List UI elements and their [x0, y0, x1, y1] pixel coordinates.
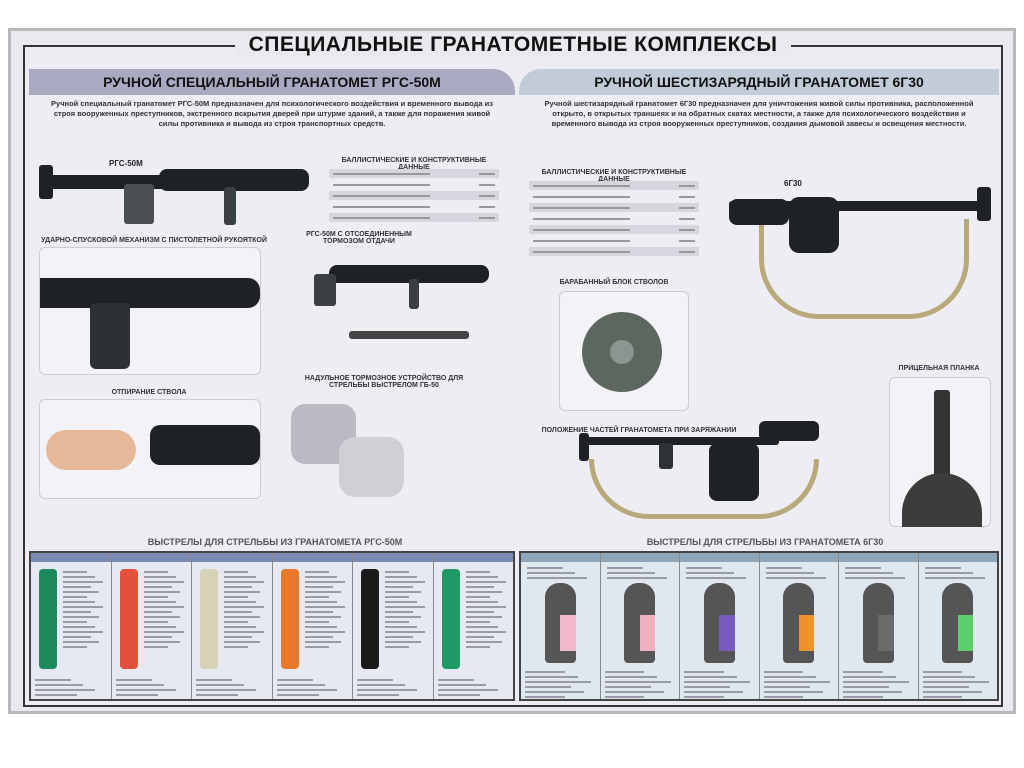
- grenade-cutaway-image: [624, 583, 656, 663]
- detached-title: РГС-50М С ОТСОЕДИНЕННЫМ ТОРМОЗОМ ОТДАЧИ: [306, 231, 412, 245]
- ammo-card: [521, 553, 601, 699]
- unlock-title: ОТПИРАНИЕ СТВОЛА: [111, 389, 187, 396]
- brake-title: НАДУЛЬНОЕ ТОРМОЗНОЕ УСТРОЙСТВО ДЛЯ СТРЕЛ…: [304, 375, 464, 389]
- grenade-image: [119, 569, 138, 669]
- panel-6g30: РУЧНОЙ ШЕСТИЗАРЯДНЫЙ ГРАНАТОМЕТ 6Г30 Руч…: [519, 69, 999, 539]
- specs-title: БАЛЛИСТИЧЕСКИЕ И КОНСТРУКТИВНЫЕ ДАННЫЕ: [541, 169, 687, 183]
- grenade-cutaway-image: [942, 583, 974, 663]
- ammo-card: [918, 553, 997, 699]
- sight-image: [889, 377, 991, 527]
- drum-image: [559, 291, 689, 411]
- trigger-image: [39, 247, 261, 375]
- drum-title: БАРАБАННЫЙ БЛОК СТВОЛОВ: [559, 279, 669, 286]
- sight-title: ПРИЦЕЛЬНАЯ ПЛАНКА: [898, 365, 980, 372]
- poster: СПЕЦИАЛЬНЫЕ ГРАНАТОМЕТНЫЕ КОМПЛЕКСЫ РУЧН…: [8, 28, 1016, 714]
- grenade-cutaway-image: [862, 583, 894, 663]
- unlock-image: [39, 399, 261, 499]
- trigger-title: УДАРНО-СПУСКОВОЙ МЕХАНИЗМ С ПИСТОЛЕТНОЙ …: [41, 237, 267, 244]
- 6g30-ammo-title: ВЫСТРЕЛЫ ДЛЯ СТРЕЛЬБЫ ИЗ ГРАНАТОМЕТА 6Г3…: [646, 537, 884, 547]
- panel-header: РУЧНОЙ ШЕСТИЗАРЯДНЫЙ ГРАНАТОМЕТ 6Г30: [519, 69, 999, 95]
- ammo-card: [759, 553, 839, 699]
- ammo-card: [600, 553, 680, 699]
- grenade-cutaway-image: [703, 583, 735, 663]
- panel-header: РУЧНОЙ СПЕЦИАЛЬНЫЙ ГРАНАТОМЕТ РГС-50М: [29, 69, 515, 95]
- panel-rgs50m: РУЧНОЙ СПЕЦИАЛЬНЫЙ ГРАНАТОМЕТ РГС-50М Ру…: [29, 69, 515, 539]
- poster-title-text: СПЕЦИАЛЬНЫЕ ГРАНАТОМЕТНЫЕ КОМПЛЕКСЫ: [234, 33, 792, 56]
- ammo-card: [31, 553, 112, 699]
- specs-table: [329, 169, 499, 224]
- ammo-card: [839, 553, 919, 699]
- panel-description: Ручной шестизарядный гранатомет 6Г30 пре…: [544, 99, 974, 128]
- grenade-cutaway-image: [783, 583, 815, 663]
- grenade-image: [39, 569, 57, 669]
- loading-title: ПОЛОЖЕНИЕ ЧАСТЕЙ ГРАНАТОМЕТА ПРИ ЗАРЯЖАН…: [541, 427, 737, 434]
- rgs50m-ammo-table: [29, 551, 515, 701]
- grenade-image: [441, 569, 460, 669]
- grenade-image: [361, 569, 379, 669]
- poster-title: СПЕЦИАЛЬНЫЕ ГРАНАТОМЕТНЫЕ КОМПЛЕКСЫ: [25, 33, 1001, 57]
- gun-label: РГС-50М: [109, 159, 143, 168]
- grenade-image: [280, 569, 299, 669]
- gun-label: 6Г30: [784, 179, 802, 188]
- grenade-image: [200, 569, 218, 669]
- ammo-card: [353, 553, 434, 699]
- specs-table: [529, 181, 699, 258]
- grenade-cutaway-image: [544, 583, 576, 663]
- ammo-card: [111, 553, 192, 699]
- ammo-card: [680, 553, 760, 699]
- ammo-card: [433, 553, 513, 699]
- ammo-card: [192, 553, 273, 699]
- rgs50m-ammo-title: ВЫСТРЕЛЫ ДЛЯ СТРЕЛЬБЫ ИЗ ГРАНАТОМЕТА РГС…: [147, 537, 403, 547]
- specs-title: БАЛЛИСТИЧЕСКИЕ И КОНСТРУКТИВНЫЕ ДАННЫЕ: [341, 157, 487, 171]
- panel-description: Ручной специальный гранатомет РГС-50М пр…: [51, 99, 493, 128]
- poster-body: СПЕЦИАЛЬНЫЕ ГРАНАТОМЕТНЫЕ КОМПЛЕКСЫ РУЧН…: [23, 33, 1003, 707]
- ammo-card: [272, 553, 353, 699]
- 6g30-ammo-table: [519, 551, 999, 701]
